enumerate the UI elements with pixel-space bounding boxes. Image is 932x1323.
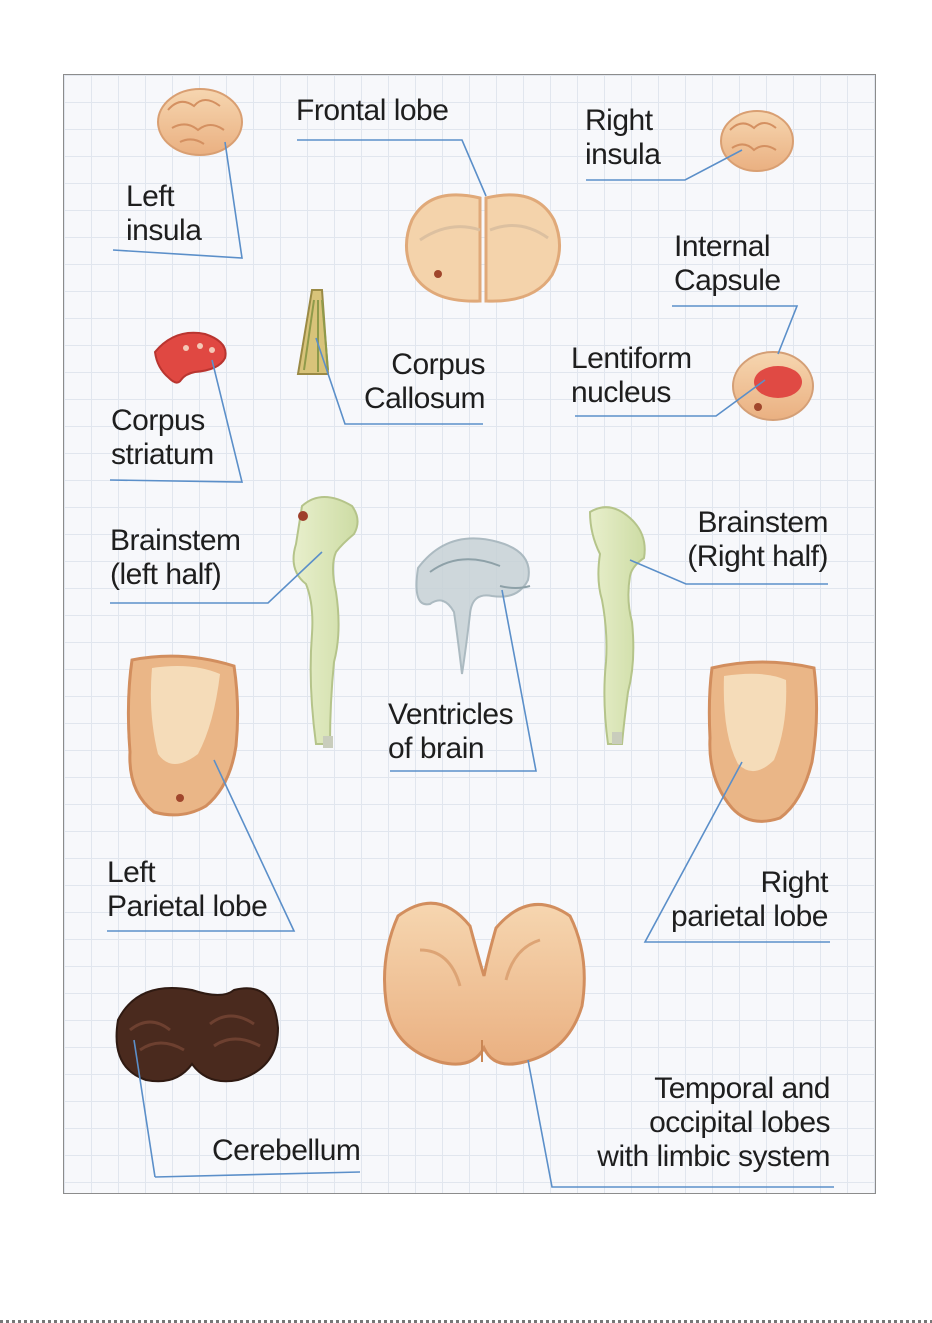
brainstem-right-model (590, 507, 645, 744)
cerebellum-leader (155, 1172, 360, 1177)
left-insula-model (158, 89, 242, 155)
label-frontal-lobe: Frontal lobe (296, 94, 448, 128)
left-parietal-lobe-model (128, 656, 237, 815)
label-left-insula: Left insula (126, 180, 201, 248)
label-corpus-callosum: Corpus Callosum (355, 348, 485, 416)
right-parietal-lobe-model (709, 662, 816, 821)
label-right-parietal-lobe: Right parietal lobe (640, 866, 828, 934)
label-brainstem-right: Brainstem (Right half) (660, 506, 828, 574)
cerebellum-model (117, 988, 278, 1081)
label-internal-capsule: Internal Capsule (674, 230, 781, 298)
label-left-parietal-lobe: Left Parietal lobe (107, 856, 267, 924)
label-right-insula: Right insula (585, 104, 660, 172)
label-ventricles: Ventricles of brain (388, 698, 513, 766)
temporal-occipital-lobes-model (385, 903, 585, 1064)
label-brainstem-left: Brainstem (left half) (110, 524, 241, 592)
right-insula-model (721, 111, 793, 171)
label-lentiform-nucleus: Lentiform nucleus (571, 342, 692, 410)
label-cerebellum: Cerebellum (212, 1134, 360, 1168)
label-temporal-occipital-lobes: Temporal and occipital lobes with limbic… (580, 1072, 830, 1174)
brainstem-left-model (294, 497, 358, 748)
lentiform-nucleus-model (733, 352, 813, 420)
label-corpus-striatum: Corpus striatum (111, 404, 214, 472)
frontal-lobe-model (406, 195, 559, 301)
frontal-lobe-leader (297, 140, 486, 196)
ventricles-model (417, 538, 531, 674)
